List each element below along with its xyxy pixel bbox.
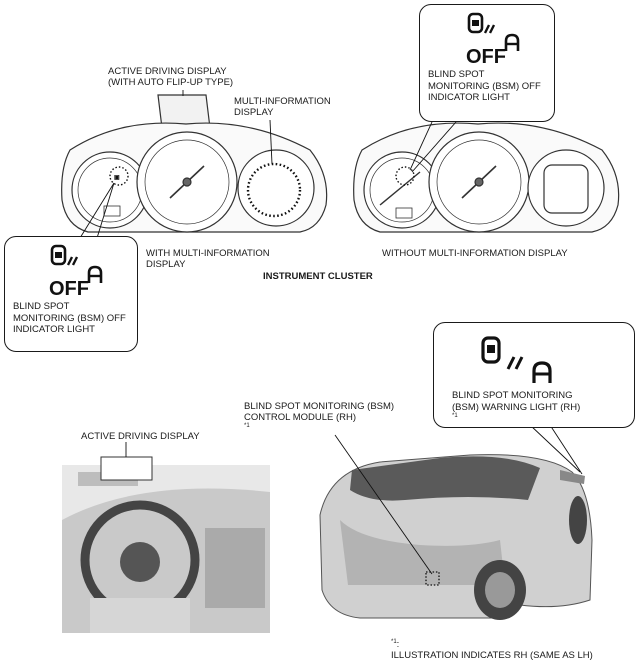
off-icon-text: OFF	[466, 46, 506, 67]
label-instrument-cluster: INSTRUMENT CLUSTER	[263, 271, 373, 282]
right-gauge	[237, 149, 315, 227]
label-without-multi-information-display: WITHOUT MULTI-INFORMATION DISPLAY	[382, 248, 568, 259]
off-icon-text-2: OFF	[49, 278, 89, 299]
bsm-off-icon-2: OFF	[49, 244, 103, 299]
active-driving-display-location	[100, 456, 153, 481]
vehicle-rear-view	[319, 454, 593, 620]
bsm-off-icon: OFF	[466, 12, 520, 67]
footnote-mark-3: *1	[391, 638, 397, 645]
label-active-driving-display-bottom: ACTIVE DRIVING DISPLAY	[81, 431, 200, 442]
label-bsm-control-module: BLIND SPOT MONITORING (BSM) CONTROL MODU…	[244, 401, 395, 429]
bsm-off-indicator-location	[109, 166, 129, 186]
label-multi-information-display: MULTI-INFORMATION DISPLAY	[234, 96, 331, 118]
label-active-driving-display-flipup: ACTIVE DRIVING DISPLAY (WITH AUTO FLIP-U…	[108, 66, 234, 88]
callout-bsm-warning-light: BLIND SPOT MONITORING (BSM) WARNING LIGH…	[433, 322, 635, 428]
leader-lines-top	[79, 90, 457, 239]
bsm-warning-icon	[481, 336, 552, 383]
callout-bsm-off-indicator-left: OFF BLIND SPOT MONITORING (BSM) OFF INDI…	[4, 236, 138, 352]
multi-information-display-location	[246, 162, 302, 218]
footnote: *1: ILLUSTRATION INDICATES RH (SAME AS L…	[391, 638, 593, 661]
bsm-off-indicator-location-2	[395, 166, 415, 186]
footnote-mark: *1	[452, 412, 458, 419]
callout-bsm-off-indicator-top: OFF BLIND SPOT MONITORING (BSM) OFF INDI…	[419, 4, 555, 122]
label-with-multi-information-display: WITH MULTI-INFORMATION DISPLAY	[146, 248, 270, 270]
footnote-text: ILLUSTRATION INDICATES RH (SAME AS LH)	[391, 650, 593, 661]
svg-text:▣: ▣	[114, 175, 120, 181]
dashboard-interior	[62, 465, 270, 633]
center-display-panel	[543, 164, 589, 214]
footnote-mark-2: *1	[244, 422, 250, 429]
instrument-cluster-without-mid	[353, 122, 620, 233]
